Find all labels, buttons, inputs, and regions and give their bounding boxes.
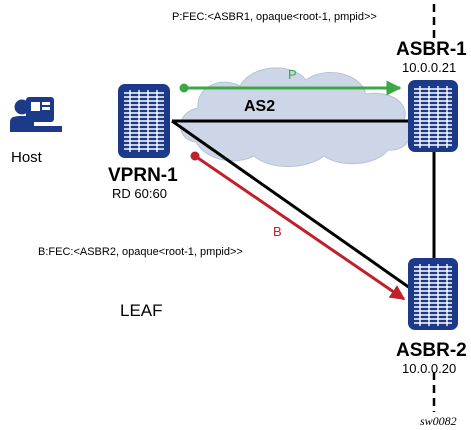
- vprn-1-rd: RD 60:60: [112, 186, 167, 201]
- asbr-1-router-icon[interactable]: [408, 80, 458, 152]
- fec-b-label: B:FEC:<ASBR2, opaque<root-1, pmpid>>: [38, 246, 243, 258]
- as2-label: AS2: [244, 98, 275, 115]
- figure-id: sw0082: [420, 414, 457, 428]
- path-b-origin: [190, 151, 200, 161]
- path-b-label: B: [273, 224, 282, 239]
- asbr-1-ip: 10.0.0.21: [402, 60, 456, 75]
- host-icon[interactable]: [10, 97, 62, 132]
- path-p-origin: [179, 83, 189, 93]
- fec-p-label: P:FEC:<ASBR1, opaque<root-1, pmpid>>: [172, 11, 377, 23]
- leaf-label: LEAF: [120, 301, 163, 320]
- as2-cloud: [180, 67, 412, 167]
- link-vprn-asbr2: [171, 119, 411, 290]
- asbr-2-name: ASBR-2: [396, 340, 467, 361]
- path-p-label: P: [288, 67, 297, 82]
- vprn-1-router-icon[interactable]: [118, 84, 170, 158]
- asbr-2-router-icon[interactable]: [408, 258, 458, 330]
- path-b-arrow: [194, 154, 406, 301]
- asbr-1-name: ASBR-1: [396, 39, 467, 60]
- asbr-2-ip: 10.0.0.20: [402, 361, 456, 376]
- host-label: Host: [11, 149, 43, 166]
- vprn-1-name: VPRN-1: [108, 165, 178, 186]
